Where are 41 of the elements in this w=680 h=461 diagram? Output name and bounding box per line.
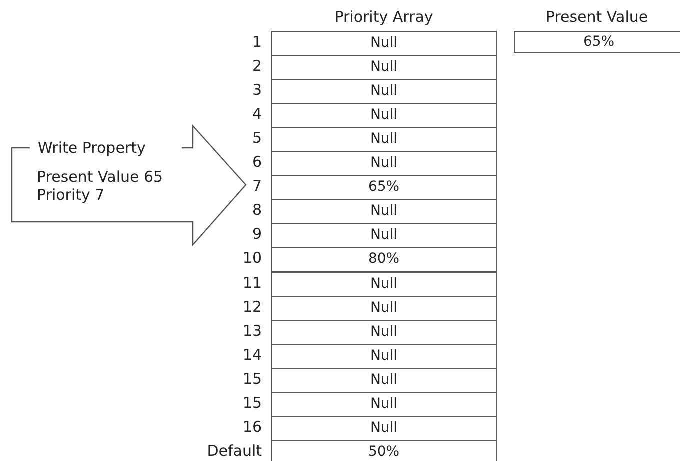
priority-value-cell: Null	[271, 127, 497, 152]
row-number: 2	[251, 56, 262, 77]
row-number: 16	[242, 417, 262, 438]
priority-value-cell: Null	[271, 392, 497, 418]
priority-value-cell: Null	[271, 103, 497, 128]
column-header: Present Value	[544, 8, 650, 26]
row-number: 11	[242, 273, 262, 294]
priority-value-cell: Null	[271, 55, 497, 80]
row-number: 4	[251, 104, 262, 125]
row-number: 15	[242, 369, 262, 390]
priority-value-cell: Null	[271, 296, 497, 322]
priority-value-cell: Null	[271, 368, 497, 394]
priority-value-cell: Null	[271, 151, 497, 176]
priority-value-cell: Null	[271, 31, 497, 56]
column-header: Priority Array	[334, 8, 434, 26]
row-number: 1	[251, 32, 262, 53]
priority-value-cell: 50%	[271, 440, 497, 461]
present-value-cell: 65%	[514, 31, 680, 53]
priority-value-cell: Null	[271, 223, 497, 248]
priority-value-cell: Null	[271, 199, 497, 224]
row-number: 10	[242, 248, 262, 269]
row-number: 5	[251, 128, 262, 149]
arrow-body-text: Present Value 65 Priority 7	[37, 168, 164, 204]
row-number: 7	[251, 176, 262, 197]
priority-value-cell: 80%	[271, 247, 497, 272]
row-number: 9	[251, 224, 262, 245]
priority-value-cell: Null	[271, 272, 497, 298]
priority-value-cell: 65%	[271, 175, 497, 200]
row-number: 15	[242, 393, 262, 414]
row-number: 8	[251, 200, 262, 221]
priority-value-cell: Null	[271, 416, 497, 442]
priority-value-cell: Null	[271, 344, 497, 370]
row-number: 14	[242, 345, 262, 366]
row-number: 13	[242, 321, 262, 342]
row-number: 12	[242, 297, 262, 318]
priority-value-cell: Null	[271, 79, 497, 104]
priority-value-cell: Null	[271, 320, 497, 346]
row-number: 6	[251, 152, 262, 173]
row-number: Default	[206, 441, 262, 461]
row-number: 3	[251, 80, 262, 101]
arrow-heading: Write Property	[38, 139, 146, 157]
